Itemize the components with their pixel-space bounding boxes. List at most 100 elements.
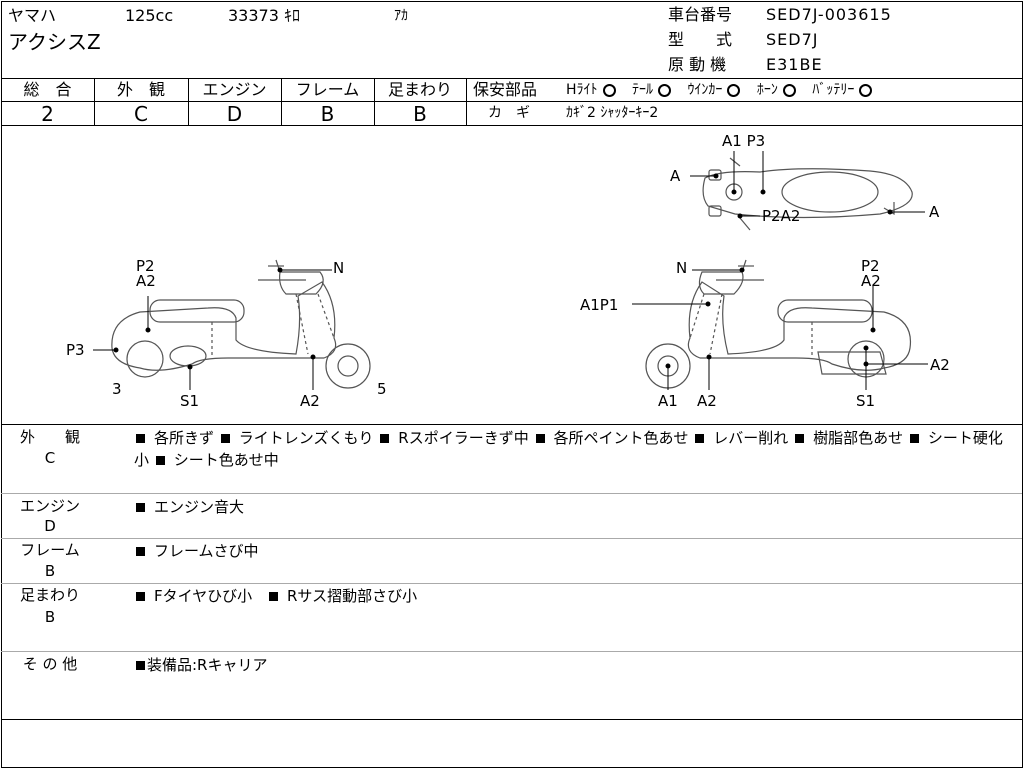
divider bbox=[1, 719, 1022, 720]
label-right-a2: A2 bbox=[861, 272, 881, 290]
divider bbox=[1, 538, 1022, 539]
detail-engine-grade: D bbox=[44, 517, 56, 535]
label-top-a1p3: A1 P3 bbox=[722, 132, 765, 150]
detail-engine-category: エンジン bbox=[19, 497, 80, 515]
label-right-a1p1: A1P1 bbox=[580, 296, 618, 314]
detail-frame-grade: B bbox=[44, 562, 56, 580]
label-right-a1: A1 bbox=[658, 392, 678, 410]
battery-ok-icon bbox=[859, 83, 873, 97]
list-item: Rサス摺動部さび小 bbox=[286, 587, 418, 605]
label-left-a2-bottom: A2 bbox=[300, 392, 320, 410]
color: ｱｶ bbox=[394, 8, 408, 24]
grade-appearance-label: 外 観 bbox=[116, 80, 165, 99]
bullet-icon bbox=[268, 592, 278, 601]
engine-label: 原 動 機 bbox=[668, 55, 727, 74]
safety-winker-label: ｳｲﾝｶｰ bbox=[687, 82, 723, 98]
grade-suspension-label: 足まわり bbox=[387, 80, 452, 99]
bullet-icon bbox=[795, 434, 805, 443]
scooter-left-view bbox=[111, 259, 371, 389]
model-name: アクシスZ bbox=[8, 30, 101, 54]
label-right-s1: S1 bbox=[856, 392, 875, 410]
label-left-s1: S1 bbox=[180, 392, 199, 410]
label-left-a2: A2 bbox=[136, 272, 156, 290]
grade-appearance-value: C bbox=[134, 102, 148, 126]
divider bbox=[1, 651, 1022, 652]
label-left-5: 5 bbox=[377, 380, 387, 398]
detail-appearance-grade: C bbox=[44, 449, 56, 467]
list-item: Rスポイラーきず中 bbox=[398, 429, 529, 447]
safety-label: 保安部品 bbox=[473, 80, 538, 99]
divider bbox=[1, 493, 1022, 494]
detail-engine-items: エンジン音大 bbox=[134, 496, 1004, 518]
detail-frame-items: フレームさび中 bbox=[134, 540, 1004, 562]
list-item: Fタイヤひび小 bbox=[154, 587, 253, 605]
label-right-a2-bottom: A2 bbox=[697, 392, 717, 410]
label-top-a-front: A bbox=[670, 167, 681, 185]
scooter-top-view bbox=[702, 157, 913, 231]
displacement: 125cc bbox=[125, 6, 174, 25]
label-right-n: N bbox=[676, 259, 687, 277]
list-item: 各所きず bbox=[154, 429, 215, 447]
detail-appearance-category: 外 観 bbox=[19, 428, 80, 446]
label-left-3: 3 bbox=[112, 380, 122, 398]
label-right-a2-rear: A2 bbox=[930, 356, 950, 374]
detail-other-items: 装備品:Rキャリア bbox=[134, 654, 1004, 676]
type-value: SED7J bbox=[766, 30, 819, 49]
bullet-icon bbox=[155, 456, 165, 465]
detail-suspension-grade: B bbox=[44, 608, 56, 626]
grade-frame-label: フレーム bbox=[295, 80, 360, 99]
grade-engine-label: エンジン bbox=[202, 80, 267, 99]
list-item: シート硬化小 bbox=[134, 429, 1003, 469]
key-label: カ ギ bbox=[488, 105, 530, 121]
bullet-icon bbox=[535, 434, 545, 443]
mileage: 33373 ｷﾛ bbox=[228, 6, 300, 25]
winker-ok-icon bbox=[727, 83, 741, 97]
detail-suspension-items: Fタイヤひび小 Rサス摺動部さび小 bbox=[134, 585, 1004, 607]
bullet-icon bbox=[136, 592, 145, 601]
diagram-labels: A1 P3 A P2A2 A P2 A2 P3 N 3 S1 A2 5 N P2… bbox=[66, 132, 950, 410]
list-item: シート色あせ中 bbox=[173, 451, 279, 469]
tail-ok-icon bbox=[657, 83, 671, 97]
type-label: 型 式 bbox=[668, 30, 733, 49]
label-left-n: N bbox=[333, 259, 344, 277]
bullet-icon bbox=[136, 661, 145, 670]
scooter-diagram: A1 P3 A P2A2 A P2 A2 P3 N 3 S1 A2 5 N P2… bbox=[66, 132, 950, 410]
maker: ヤマハ bbox=[8, 6, 57, 25]
divider bbox=[1, 78, 1022, 79]
chassis-label: 車台番号 bbox=[668, 5, 733, 24]
chassis-value: SED7J-003615 bbox=[766, 5, 892, 24]
safety-headlight-label: Hﾗｲﾄ bbox=[566, 82, 598, 98]
divider bbox=[1, 583, 1022, 584]
bullet-icon bbox=[136, 547, 145, 556]
list-item: フレームさび中 bbox=[154, 542, 259, 560]
list-item: レバー削れ bbox=[713, 429, 789, 447]
horn-ok-icon bbox=[782, 83, 796, 97]
bullet-icon bbox=[695, 434, 705, 443]
bullet-icon bbox=[380, 434, 390, 443]
grade-overall-label: 総 合 bbox=[23, 80, 72, 99]
label-top-p2a2: P2A2 bbox=[762, 207, 800, 225]
grade-engine-value: D bbox=[226, 102, 243, 126]
safety-items: Hﾗｲﾄ ﾃｰﾙ ｳｲﾝｶｰ ﾎｰﾝ ﾊﾞｯﾃﾘｰ bbox=[566, 81, 873, 99]
list-item: エンジン音大 bbox=[154, 498, 245, 516]
safety-battery-label: ﾊﾞｯﾃﾘｰ bbox=[812, 82, 855, 98]
bullet-icon bbox=[909, 434, 919, 443]
bullet-icon bbox=[220, 434, 230, 443]
detail-appearance-items: 各所きず ライトレンズくもり Rスポイラーきず中 各所ペイント色あせ レバー削れ… bbox=[134, 427, 1004, 471]
scooter-right-view bbox=[645, 259, 912, 389]
label-left-p3: P3 bbox=[66, 341, 85, 359]
detail-other-category: そ の 他 bbox=[22, 655, 78, 673]
detail-suspension-category: 足まわり bbox=[19, 586, 80, 604]
grade-suspension-value: B bbox=[413, 102, 427, 126]
engine-value: E31BE bbox=[766, 55, 823, 74]
bullet-icon bbox=[136, 503, 145, 512]
list-item: 装備品:Rキャリア bbox=[147, 656, 268, 674]
grade-overall-value: 2 bbox=[41, 102, 54, 126]
key-value: ｶｷﾞ2 ｼｬｯﾀｰｷｰ2 bbox=[566, 105, 659, 121]
detail-frame-category: フレーム bbox=[20, 541, 80, 559]
label-left-p2: P2 bbox=[136, 257, 155, 275]
divider bbox=[1, 101, 466, 102]
scooter-outlines bbox=[111, 157, 913, 389]
divider bbox=[1, 424, 1022, 425]
list-item: 各所ペイント色あせ bbox=[553, 429, 689, 447]
